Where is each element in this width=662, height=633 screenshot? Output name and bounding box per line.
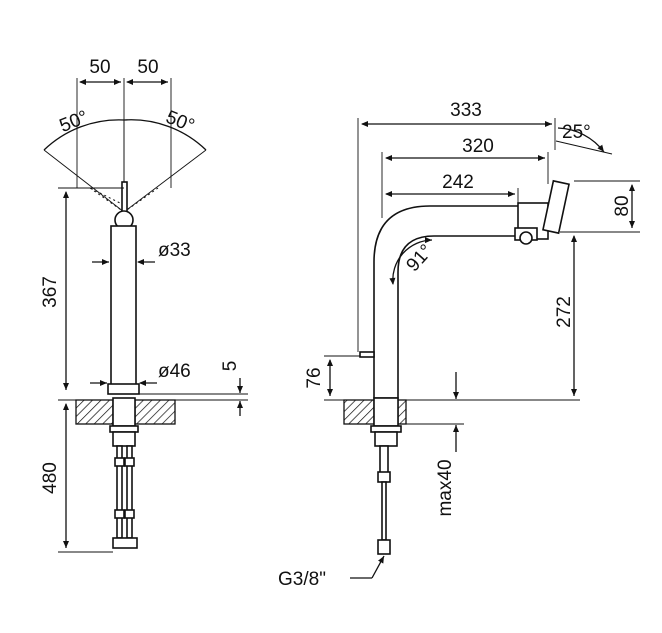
front-faucet-body [107,181,140,395]
diameter-spout-dimension: ø33 [92,240,191,265]
base-height-dimension: 5 [139,361,248,416]
tilt-angle-dimension: 25° [555,122,613,155]
reach-inner-dimension: 242 [385,172,519,210]
width-left-label: 50 [89,57,110,78]
front-supply-hoses [112,445,138,549]
lever-height-dimension: 76 [304,355,360,401]
total-height-dimension: 367 [40,187,124,390]
side-faucet-body [359,179,570,399]
diameter-spout-label: ø33 [158,240,191,261]
bend-angle-label: 91° [402,241,437,276]
spout-height-dimension: 272 [554,235,577,396]
base-height-label: 5 [220,361,241,372]
reach-spray-dimension: 320 [381,136,549,218]
spout-height-label: 272 [554,296,575,328]
front-width-dimension: 50 50 [76,57,172,212]
side-view: 333 25° 320 242 [278,100,640,590]
connection-thread-label: G3/8" [278,569,326,590]
angle-left-label: 50° [57,107,92,137]
head-height-label: 80 [612,195,633,216]
side-countertop [343,397,580,447]
hose-length-dimension: 480 [40,399,113,553]
side-supply-hose [377,445,391,555]
counter-thickness-label: max40 [435,459,456,516]
diameter-base-dimension: ø46 [90,361,191,386]
front-countertop [75,397,176,447]
front-view: 50 50 50° 50° ø33 [40,57,248,553]
tilt-angle-label: 25° [562,122,591,143]
hose-length-label: 480 [40,462,61,494]
reach-inner-label: 242 [442,172,474,193]
lever-height-label: 76 [304,367,325,388]
angle-right-label: 50° [163,107,198,137]
reach-spray-label: 320 [462,136,494,157]
reach-total-label: 333 [450,100,482,121]
counter-thickness-dimension: max40 [406,372,464,517]
diameter-base-label: ø46 [158,361,191,382]
total-height-label: 367 [40,276,61,308]
head-height-dimension: 80 [560,180,640,233]
reach-total-dimension: 333 [357,100,556,352]
connection-thread-label-group: G3/8" [278,555,385,590]
width-right-label: 50 [137,57,158,78]
